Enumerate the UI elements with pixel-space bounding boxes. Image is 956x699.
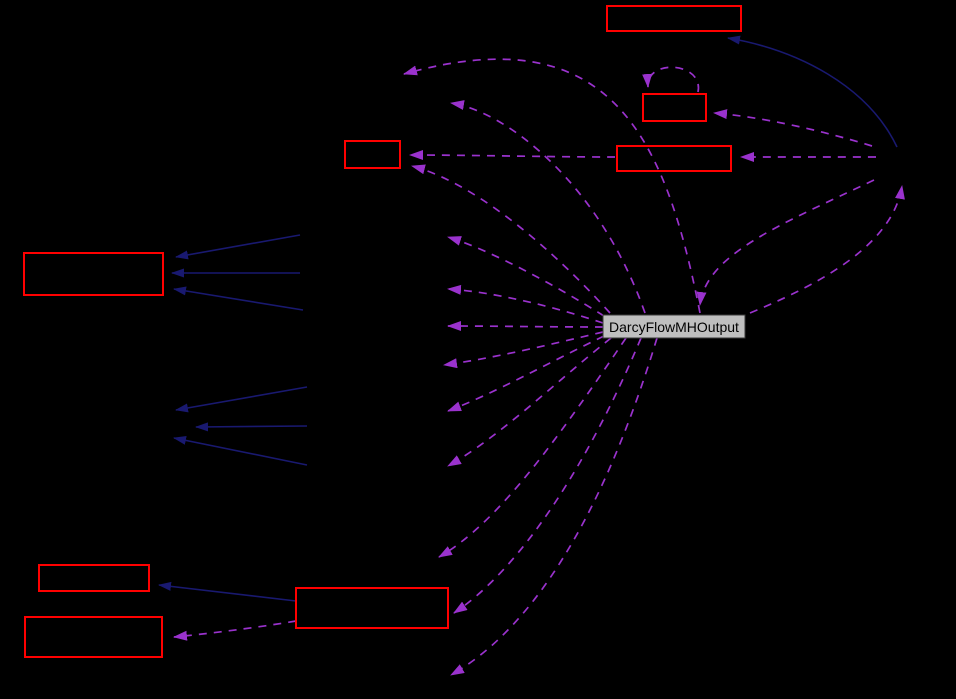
edge-center-to-topleft-hidden-1 <box>403 58 701 314</box>
link-node-top[interactable] <box>606 5 742 32</box>
link-node-self-loop[interactable] <box>642 93 707 122</box>
center-node-box <box>602 314 746 339</box>
link-node-upper-middle[interactable] <box>616 145 732 172</box>
edge-center-to-bottom-node <box>453 337 642 614</box>
edge-center-to-hidden-row3 <box>447 321 604 332</box>
edge-rightnode-to-top-node <box>727 35 898 148</box>
edge-center-to-hidden-row2 <box>447 284 604 324</box>
edge-center-to-hidden-row1 <box>447 236 605 317</box>
edge-center-to-hidden-row7 <box>438 337 627 558</box>
edge-center-to-hidden-row4 <box>443 331 604 369</box>
usage-edges <box>173 58 905 676</box>
edge-hidden4-to-hidden-left <box>175 386 308 413</box>
link-node-bottom-small[interactable] <box>38 564 150 592</box>
edge-hidden1-to-left-node <box>175 234 301 260</box>
link-node-left[interactable] <box>23 252 164 296</box>
edge-hidden5-to-hidden-left <box>195 422 308 432</box>
edge-rightnode-to-center <box>696 179 875 306</box>
link-node-bottom-left[interactable] <box>24 616 163 658</box>
edge-node-c-to-small-node <box>409 150 616 161</box>
edge-hidden3-to-left-node <box>173 286 304 311</box>
edge-center-to-hidden-row8 <box>450 337 658 676</box>
edge-center-to-hidden-row5 <box>447 335 605 412</box>
edge-rightnode-to-node-b <box>713 109 873 147</box>
edge-center-to-topleft-hidden-2 <box>450 100 646 314</box>
edge-hidden6-to-hidden-left <box>173 435 308 466</box>
edge-center-to-rightnode <box>749 185 905 314</box>
edge-center-to-small-node <box>411 164 611 314</box>
link-node-small[interactable] <box>344 140 401 169</box>
center-node-label: DarcyFlowMHOutput <box>609 319 739 335</box>
center-node: DarcyFlowMHOutput <box>602 314 746 339</box>
link-nodes <box>23 5 742 658</box>
edge-bottomnode-to-bottomleft-node <box>173 620 297 641</box>
edge-center-to-hidden-row6 <box>447 337 612 467</box>
inheritance-edges <box>158 35 898 602</box>
edge-bottomnode-to-bottomsmall-node <box>158 581 297 602</box>
link-node-bottom-middle[interactable] <box>295 587 449 629</box>
